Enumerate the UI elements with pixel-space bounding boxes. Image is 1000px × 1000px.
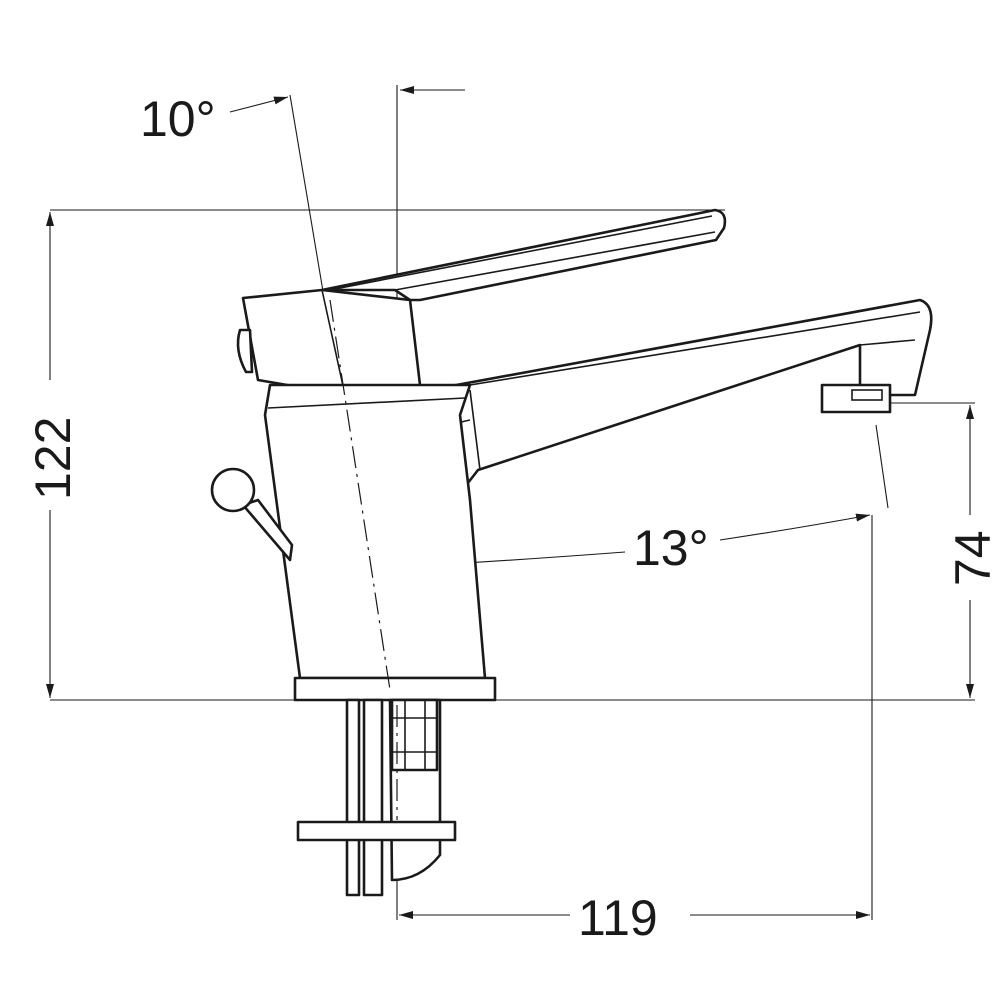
- aerator-insert: [851, 389, 883, 401]
- faucet: [210, 208, 933, 897]
- lever-angle-label: 10°: [140, 91, 216, 147]
- connection-pipe-mid: [362, 698, 384, 897]
- spout-angle-line: [875, 424, 889, 509]
- spout-edge: [394, 311, 921, 471]
- handle-block: [241, 288, 422, 397]
- total-height-label: 122: [25, 417, 81, 500]
- handle-side-cap: [236, 328, 254, 374]
- hex-nut: [390, 698, 439, 772]
- lever-centerline: [329, 299, 391, 691]
- handle-block-edge: [321, 289, 346, 396]
- fixing-plate: [296, 820, 457, 842]
- body-top-edge: [267, 397, 466, 409]
- body: [263, 383, 487, 680]
- spout-angle-label: 13°: [633, 520, 709, 576]
- lever-angle-arrow: [229, 96, 289, 113]
- hex-nut-edges: [392, 700, 437, 770]
- popup-knob-icon: [210, 467, 256, 513]
- spout-height-label: 74: [945, 530, 1000, 586]
- dimension-lines: [46, 85, 975, 920]
- popup-rod: [241, 498, 294, 562]
- lever-edge: [329, 215, 716, 291]
- base-plate: [293, 676, 497, 702]
- connection-pipe-left: [345, 698, 361, 897]
- spout-angle-arc-right: [719, 513, 871, 541]
- spout-reach-label: 119: [578, 890, 658, 946]
- aerator: [820, 383, 892, 414]
- lever-handle: [320, 208, 727, 302]
